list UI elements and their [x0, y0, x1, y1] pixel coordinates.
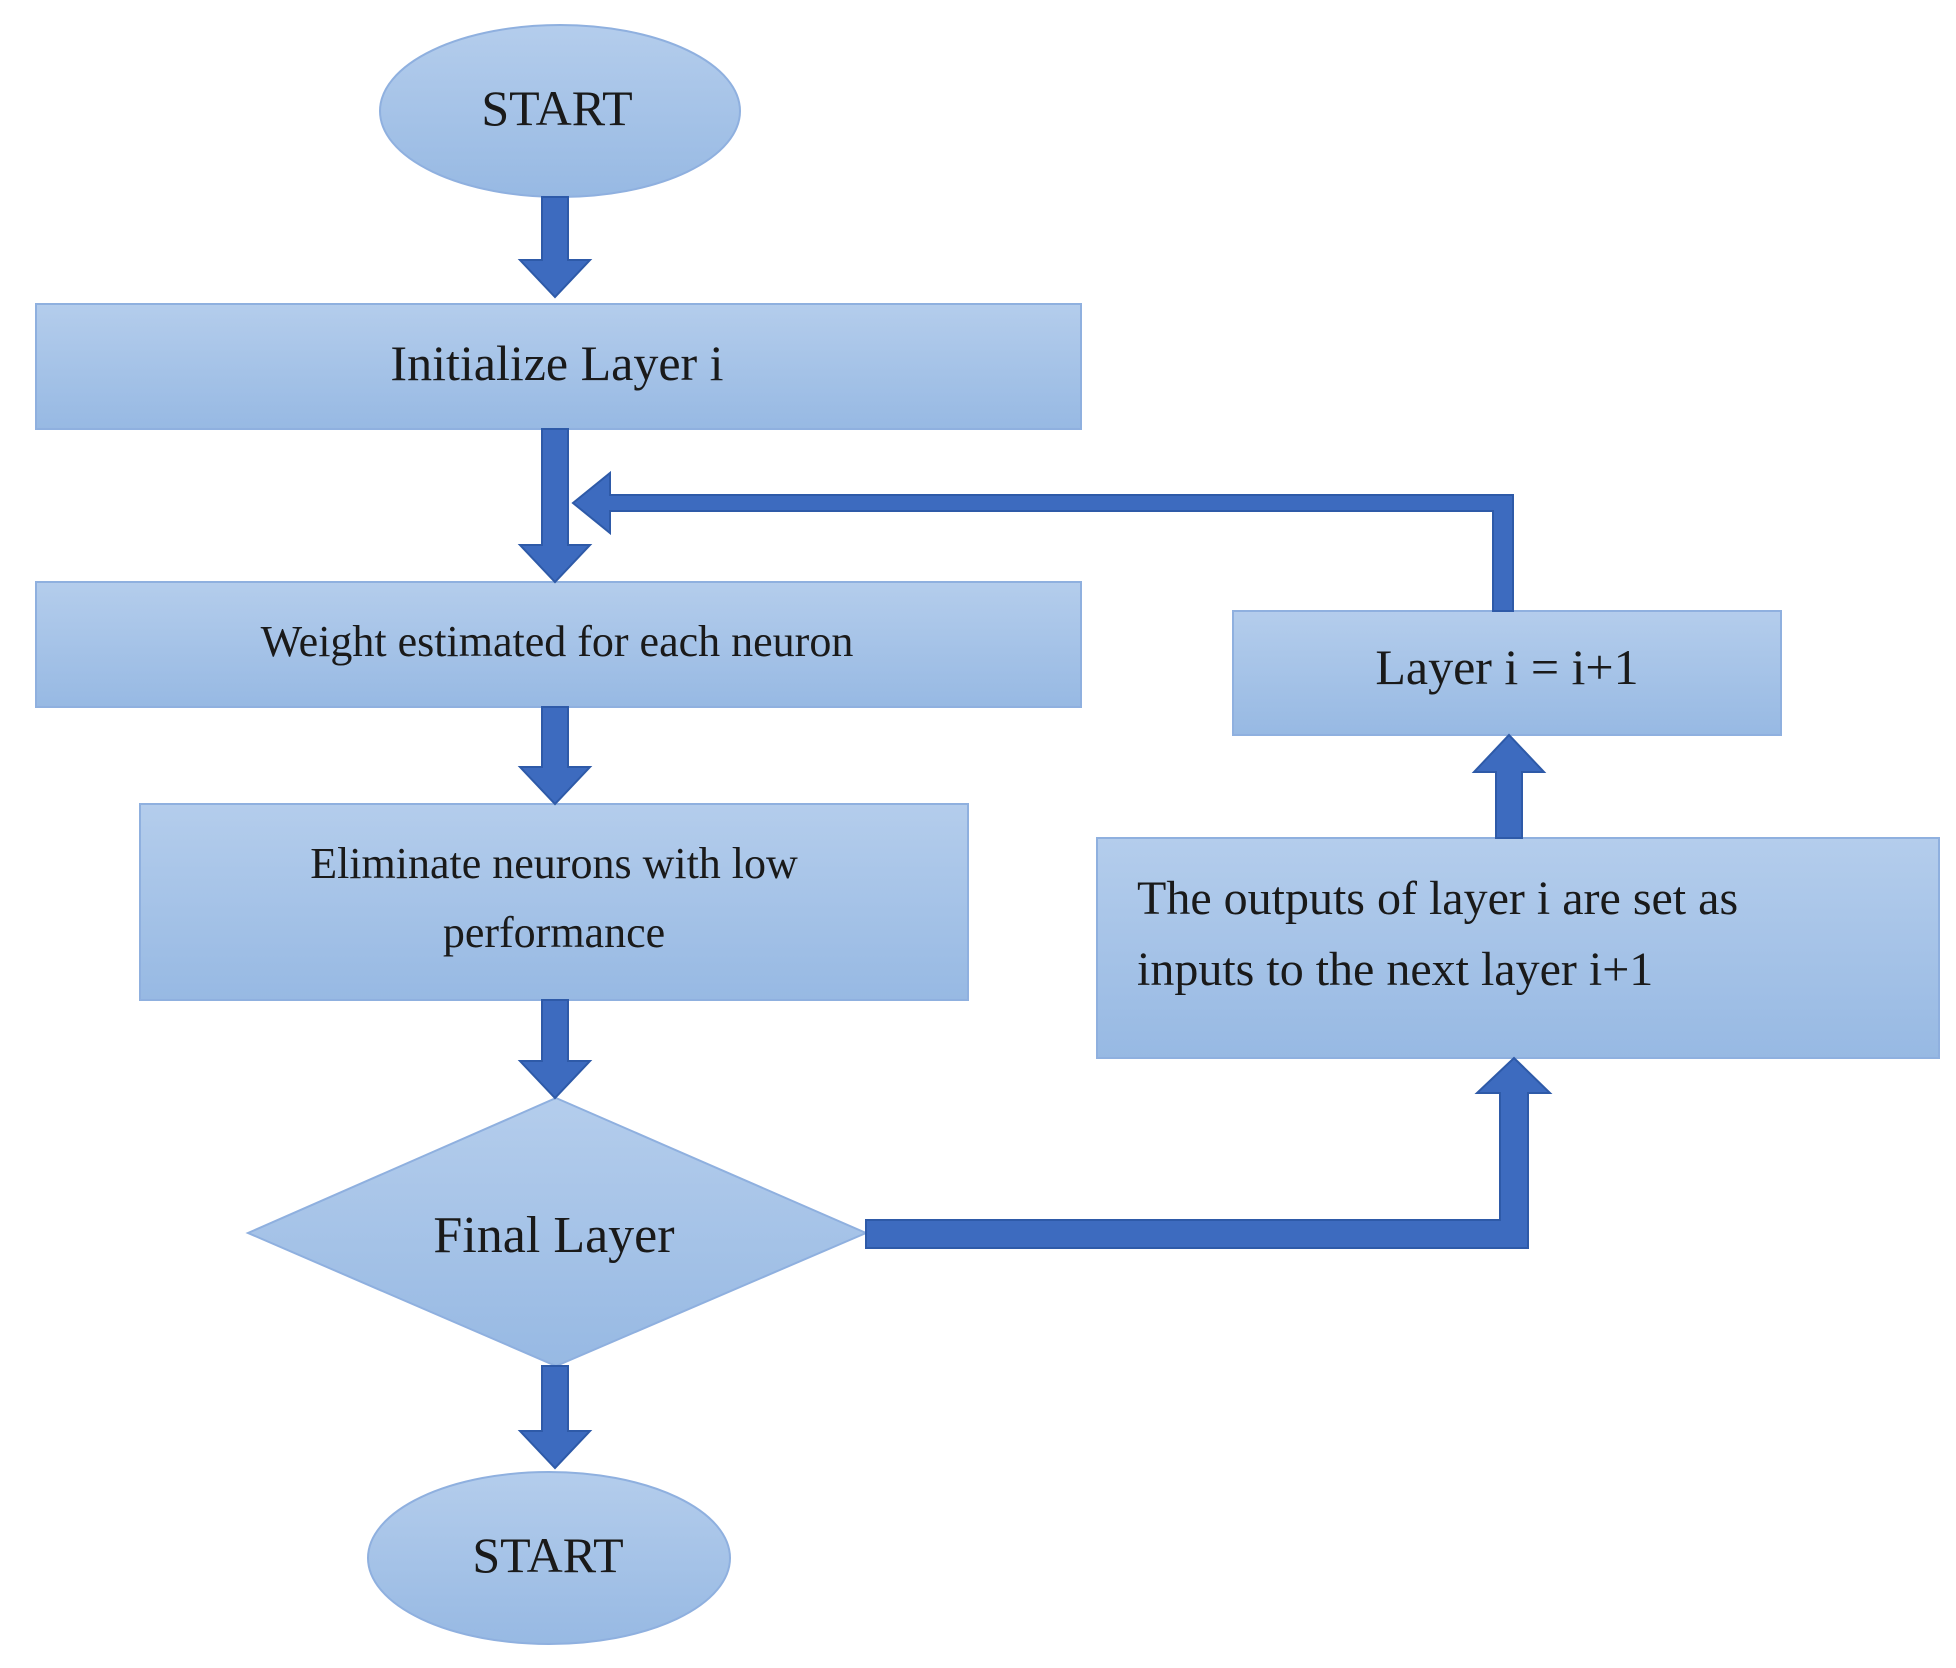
start-label-top: START [481, 80, 632, 136]
outputs-to-inputs-box [1096, 837, 1940, 1059]
initialize-layer-box [35, 303, 1082, 430]
arrow-decision-to-outputs [865, 1056, 1553, 1249]
outputs-to-inputs-label-line-2: inputs to the next layer i+1 [1137, 943, 1653, 996]
eliminate-neurons-label-line-1: Eliminate neurons with low [310, 839, 798, 888]
initialize-layer-label: Initialize Layer i [390, 335, 723, 391]
arrow-initialize-to-weight [517, 428, 593, 584]
arrow-weight-to-eliminate [517, 706, 593, 806]
weight-estimate-box [35, 581, 1082, 708]
arrow-outputs-to-next-layer [1471, 733, 1547, 839]
eliminate-neurons-box [139, 803, 969, 1001]
next-layer-box [1232, 610, 1782, 736]
final-layer-label: Final Layer [433, 1207, 674, 1264]
arrow-loop-back-to-weight [571, 470, 1514, 612]
start-label-bottom: START [472, 1527, 623, 1583]
eliminate-neurons-label-line-2: performance [443, 908, 665, 957]
weight-estimate-label: Weight estimated for each neuron [261, 617, 854, 666]
next-layer-label: Layer i = i+1 [1375, 639, 1638, 695]
arrow-decision-to-end [517, 1365, 593, 1470]
arrow-eliminate-to-decision [517, 999, 593, 1100]
arrow-start-to-initialize [517, 196, 593, 299]
start-ellipse-bottom [367, 1471, 731, 1645]
outputs-to-inputs-label-line-1: The outputs of layer i are set as [1137, 872, 1738, 925]
